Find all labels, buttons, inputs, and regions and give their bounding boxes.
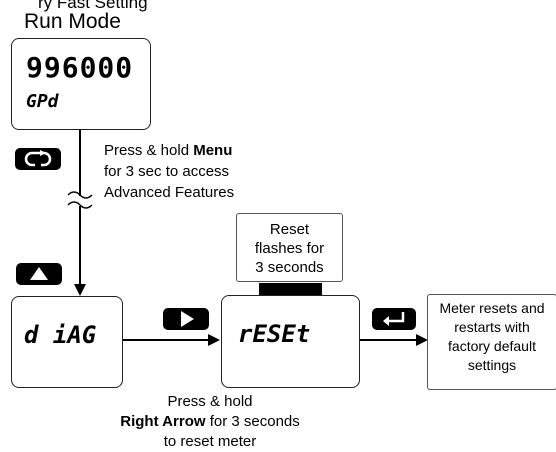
diag-display: d iAG bbox=[11, 296, 123, 388]
diag-text: d iAG bbox=[24, 321, 97, 349]
result-note-line2: restarts with bbox=[454, 319, 530, 335]
reset-note-line1: Reset bbox=[269, 221, 310, 238]
result-note-line1: Meter resets and bbox=[439, 300, 545, 316]
loop-arrow-icon bbox=[24, 150, 52, 167]
reset-note-line2: flashes for bbox=[254, 240, 325, 257]
up-triangle-icon bbox=[30, 267, 48, 280]
enter-return-icon bbox=[383, 312, 405, 326]
reset-flash-note: Reset flashes for 3 seconds bbox=[236, 213, 343, 282]
right-arrow-line1: Press & hold bbox=[167, 393, 253, 410]
display-units: GPd bbox=[26, 91, 59, 112]
right-arrow-line3: to reset meter bbox=[163, 433, 257, 450]
reset-display: rESEt bbox=[221, 295, 360, 388]
menu-instruction-prefix: Press & hold bbox=[104, 142, 194, 159]
enter-button bbox=[372, 308, 416, 330]
right-arrow-key-label: Right Arrow bbox=[120, 413, 206, 430]
wavy-break-icon bbox=[67, 191, 93, 209]
result-note-line3: factory default bbox=[448, 338, 536, 354]
right-triangle-icon bbox=[181, 311, 194, 327]
menu-button bbox=[15, 148, 61, 170]
menu-instruction: Press & hold Menu for 3 sec to access Ad… bbox=[104, 140, 234, 203]
result-note-line4: settings bbox=[467, 357, 517, 373]
flash-indicator-bar bbox=[259, 283, 322, 295]
menu-instruction-line3: Advanced Features bbox=[104, 184, 235, 201]
menu-instruction-line2: for 3 sec to access bbox=[104, 163, 230, 180]
header-fragment: ry Fast Setting bbox=[38, 0, 148, 12]
reset-note-line3: 3 seconds bbox=[255, 259, 324, 276]
right-button bbox=[163, 308, 209, 330]
right-arrow-line2-suffix: for 3 seconds bbox=[205, 413, 300, 430]
run-mode-display: 996000 GPd bbox=[11, 38, 151, 130]
right-arrow-instruction: Press & hold Right Arrow for 3 seconds t… bbox=[110, 392, 310, 452]
display-value: 996000 bbox=[26, 51, 134, 84]
result-note: Meter resets and restarts with factory d… bbox=[427, 294, 556, 390]
up-button bbox=[16, 263, 62, 285]
menu-key-label: Menu bbox=[193, 142, 233, 159]
run-mode-title: Run Mode bbox=[24, 10, 121, 33]
reset-text: rESEt bbox=[238, 320, 311, 348]
